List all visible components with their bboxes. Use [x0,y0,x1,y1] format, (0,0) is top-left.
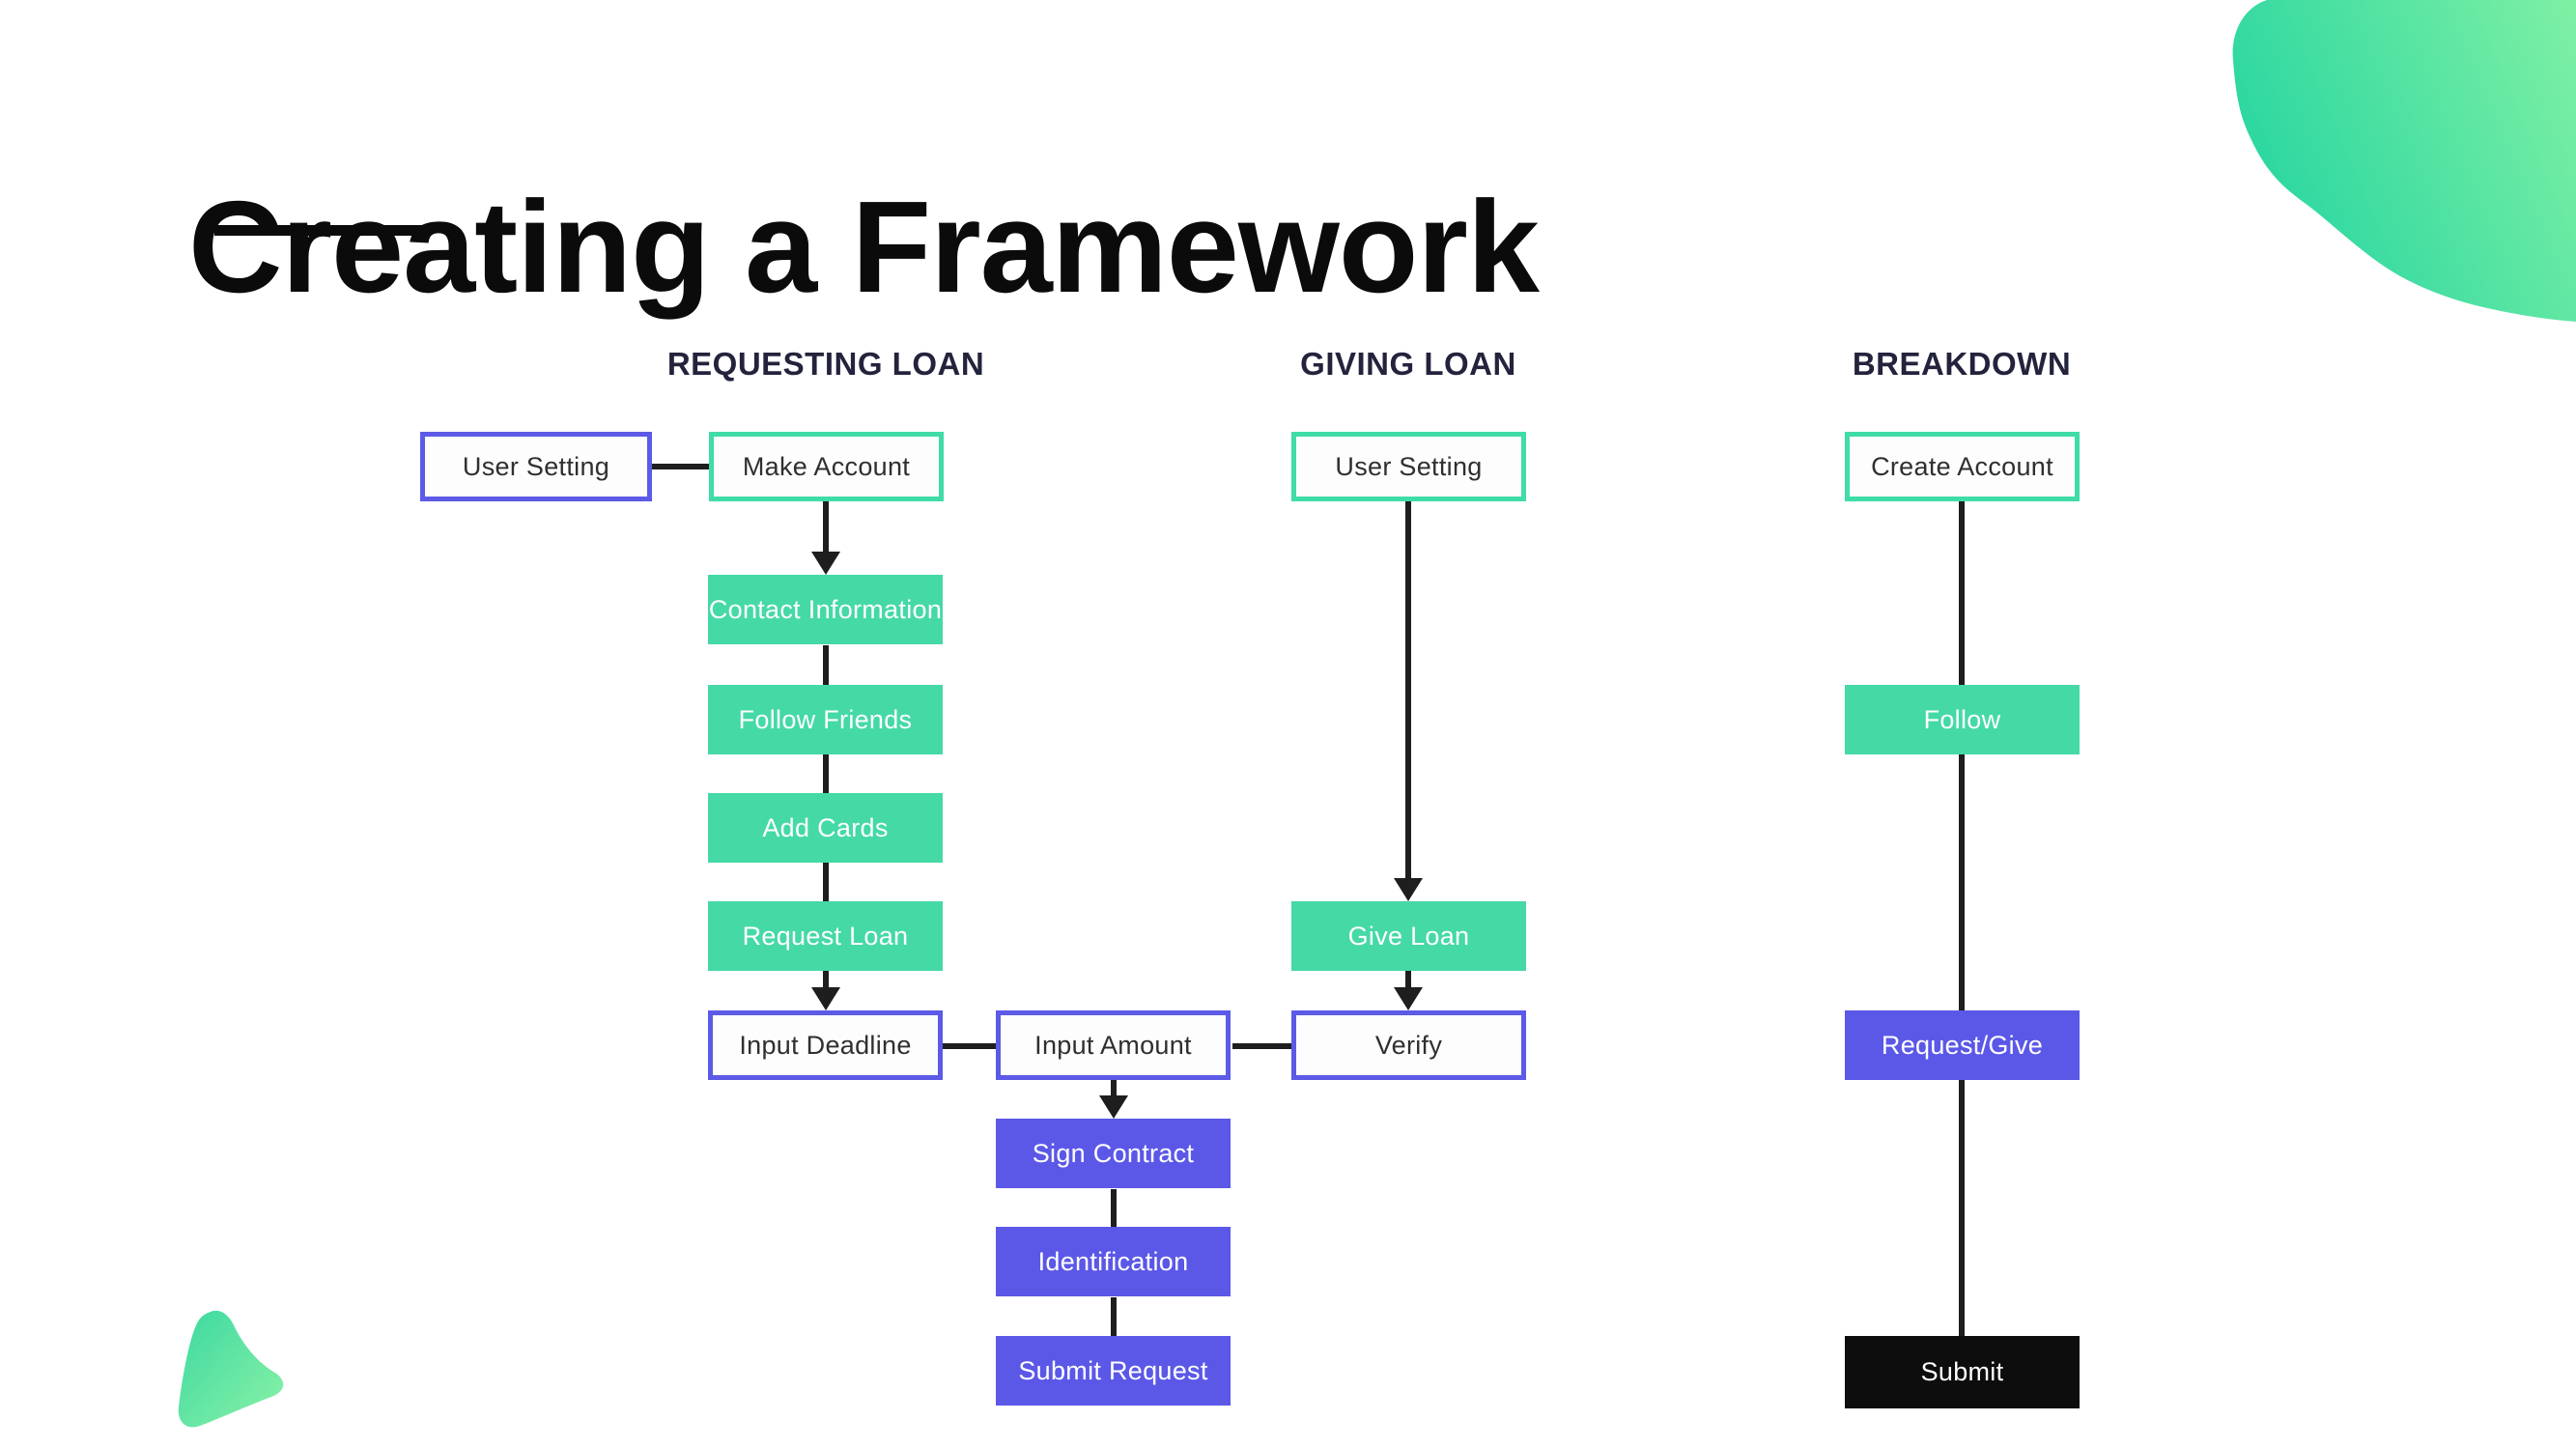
node-input-deadline: Input Deadline [708,1010,943,1080]
node-follow-friends: Follow Friends [708,685,943,754]
node-request-loan: Request Loan [708,901,943,971]
node-identification: Identification [996,1227,1231,1296]
node-submit-request: Submit Request [996,1336,1231,1406]
node-sign-contract: Sign Contract [996,1119,1231,1188]
node-make-account: Make Account [709,432,944,501]
node-request-give: Request/Give [1845,1010,2080,1080]
node-contact-information: Contact Information [708,575,943,644]
node-submit: Submit [1845,1336,2080,1408]
arrow-heads [811,552,1423,1119]
column-header-breakdown: BREAKDOWN [1852,346,2072,382]
node-input-amount: Input Amount [996,1010,1231,1080]
node-follow: Follow [1845,685,2080,754]
connector-lines [652,464,1965,1339]
node-give-loan: Give Loan [1291,901,1526,971]
column-header-giving-loan: GIVING LOAN [1300,346,1516,382]
column-header-requesting-loan: REQUESTING LOAN [666,346,985,382]
node-create-account: Create Account [1845,432,2080,501]
node-verify: Verify [1291,1010,1526,1080]
node-user-setting-requesting: User Setting [420,432,652,501]
title-underline [214,225,430,236]
node-add-cards: Add Cards [708,793,943,863]
node-user-setting-giving: User Setting [1291,432,1526,501]
page-title: Creating a Framework [188,174,1540,321]
